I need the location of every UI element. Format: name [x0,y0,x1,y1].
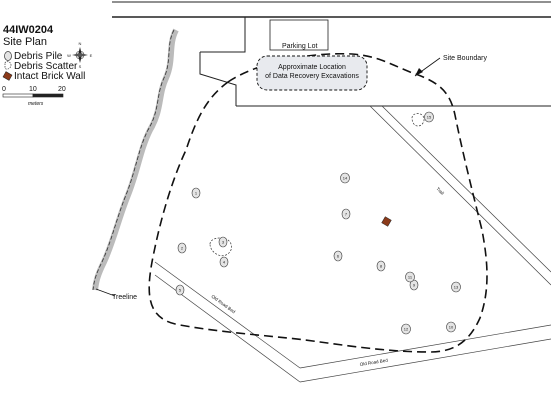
site-boundary-label: Site Boundary [443,55,487,62]
treeline-label: Treeline [112,294,137,301]
debris-pile-icon [4,51,12,61]
trail [369,105,551,286]
site-boundary [148,52,488,353]
debris-pile: 8 [376,260,386,272]
debris-pile: 10 [446,321,456,333]
compass-south: S [79,64,82,69]
legend-debris-scatter: Debris Scatter [14,61,78,72]
parking-lot-label: Parking Lot [282,43,317,50]
svg-text:9: 9 [413,283,416,288]
scale-unit: meters [28,101,44,107]
site-boundary-arrow [415,68,423,76]
svg-text:1: 1 [195,191,198,196]
svg-text:6: 6 [337,254,340,259]
svg-text:11: 11 [408,275,413,280]
treeline [92,28,179,291]
old-road-bed-east-edge [299,338,551,383]
scale-bar [2,93,64,98]
excavation-label-line1: Approximate Location [278,64,346,71]
old-road-bed-label-1: Old Road Bed [210,294,236,315]
site-plan-title: Site Plan [3,36,48,48]
debris-piles: 1 2 3 4 5 6 7 8 9 10 11 12 13 14 15 [175,111,461,335]
scale-tick-20: 20 [58,86,66,93]
compass-rose: N S E W [67,41,93,69]
trail-edge [381,105,551,273]
debris-pile: 1 [191,187,201,199]
site-id: 44IW0204 [3,24,54,36]
debris-pile: 13 [451,281,461,293]
svg-text:10: 10 [449,325,454,330]
intact-brick-wall [381,216,392,227]
excavation-label-line2: of Data Recovery Excavations [265,73,359,80]
legend-debris-pile: Debris Pile [14,51,63,62]
scale-tick-10: 10 [29,86,37,93]
debris-pile: 2 [177,242,187,254]
debris-pile: 12 [401,323,411,335]
treeline-leader [95,288,116,297]
svg-text:8: 8 [380,264,383,269]
svg-text:5: 5 [179,288,182,293]
debris-scatter-west [209,237,232,257]
brick-wall-icon [2,71,13,81]
treeline-edge [92,29,175,291]
debris-pile: 4 [219,256,229,268]
old-road-bed-diagonal [154,261,301,369]
svg-text:3: 3 [222,240,225,245]
excavation-area [256,55,368,91]
debris-pile: 15 [424,111,434,123]
old-road-bed-east [299,324,551,369]
old-road-bed-label-2: Old Road Bed [359,358,388,367]
svg-text:2: 2 [181,246,184,251]
debris-pile: 9 [409,279,419,291]
compass-west: W [67,53,71,58]
svg-text:14: 14 [343,176,348,181]
svg-text:15: 15 [427,115,432,120]
debris-pile: 7 [341,208,351,220]
compass-north: N [79,41,82,46]
trail-label: Trail [435,186,445,196]
debris-pile: 3 [218,236,228,248]
debris-pile: 14 [340,172,350,184]
building-outline [199,17,551,107]
debris-pile: 11 [405,271,415,283]
svg-text:12: 12 [404,327,409,332]
debris-scatter-east [411,113,425,127]
svg-text:13: 13 [454,285,459,290]
debris-pile: 5 [175,284,185,296]
scale-tick-0: 0 [2,86,6,93]
legend-brick-wall: Intact Brick Wall [14,71,86,82]
debris-scatter-icon [4,61,12,70]
svg-text:7: 7 [345,212,348,217]
parking-lot-box [269,19,329,51]
compass-east: E [90,53,93,58]
svg-text:4: 4 [223,260,226,265]
debris-pile: 6 [333,250,343,262]
